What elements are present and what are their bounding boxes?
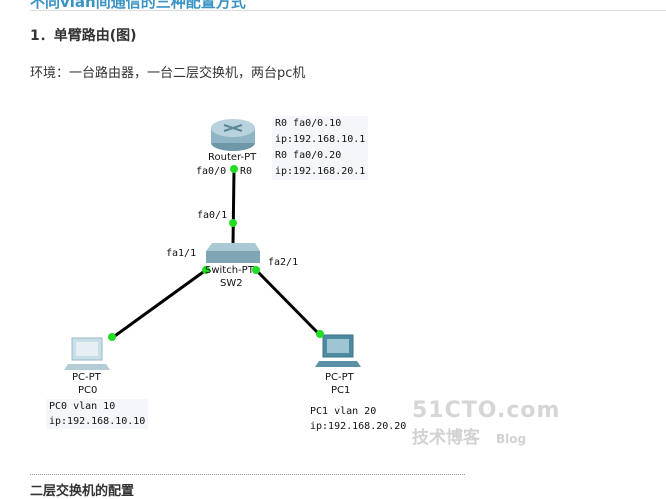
- link-switch-pc0: [111, 268, 207, 340]
- watermark-text: 技术博客: [412, 428, 480, 448]
- switch-port-fa1-1: fa1/1: [166, 248, 197, 259]
- switch-model-label: Switch-PT: [205, 265, 254, 276]
- router-port-label: fa0/0: [196, 166, 227, 177]
- watermark-blog: Blog: [496, 432, 527, 446]
- section-heading-2: 二层交换机的配置: [30, 484, 135, 499]
- note-line: R0 fa0/0.20: [275, 150, 342, 161]
- link-router-switch: [231, 169, 236, 246]
- link-switch-pc1: [254, 268, 322, 337]
- pc1-icon: [315, 334, 361, 367]
- router-model-label: Router-PT: [208, 152, 257, 163]
- environment-text: 环境：一台路由器，一台二层交换机，两台pc机: [30, 66, 306, 81]
- router-name-label: R0: [240, 166, 253, 177]
- router-notes: R0 fa0/0.10 ip:192.168.10.1 R0 fa0/0.20 …: [272, 116, 369, 180]
- router-icon: [211, 119, 255, 151]
- note-line: PC1 vlan 20: [310, 406, 377, 417]
- note-line: ip:192.168.20.1: [275, 166, 366, 177]
- note-line: ip:192.168.10.1: [275, 134, 366, 145]
- pc1-name-label: PC1: [331, 385, 351, 396]
- note-line: ip:192.168.20.20: [310, 421, 407, 432]
- port-link-lights: [108, 165, 324, 341]
- switch-port-fa2-1: fa2/1: [268, 257, 299, 268]
- switch-icon: [206, 243, 260, 263]
- pc0-name-label: PC0: [78, 385, 98, 396]
- pc1-model-label: PC-PT: [325, 372, 354, 383]
- note-line: ip:192.168.10.10: [49, 416, 146, 427]
- pc1-notes: PC1 vlan 20 ip:192.168.20.20: [310, 404, 406, 434]
- switch-port-fa0-1: fa0/1: [197, 210, 228, 221]
- pc0-model-label: PC-PT: [72, 372, 101, 383]
- watermark-site: 51CTO.com: [412, 398, 561, 423]
- divider: [30, 10, 666, 11]
- section-heading: 1．单臂路由(图): [30, 28, 137, 44]
- switch-name-label: SW2: [220, 278, 243, 289]
- pc0-icon: [64, 337, 110, 370]
- dotted-divider: [30, 474, 465, 475]
- note-line: R0 fa0/0.10: [275, 118, 342, 129]
- article-title[interactable]: 不同vlan间通信的三种配置方式: [30, 0, 246, 11]
- pc0-notes: PC0 vlan 10 ip:192.168.10.10: [46, 399, 149, 429]
- note-line: PC0 vlan 10: [49, 401, 116, 412]
